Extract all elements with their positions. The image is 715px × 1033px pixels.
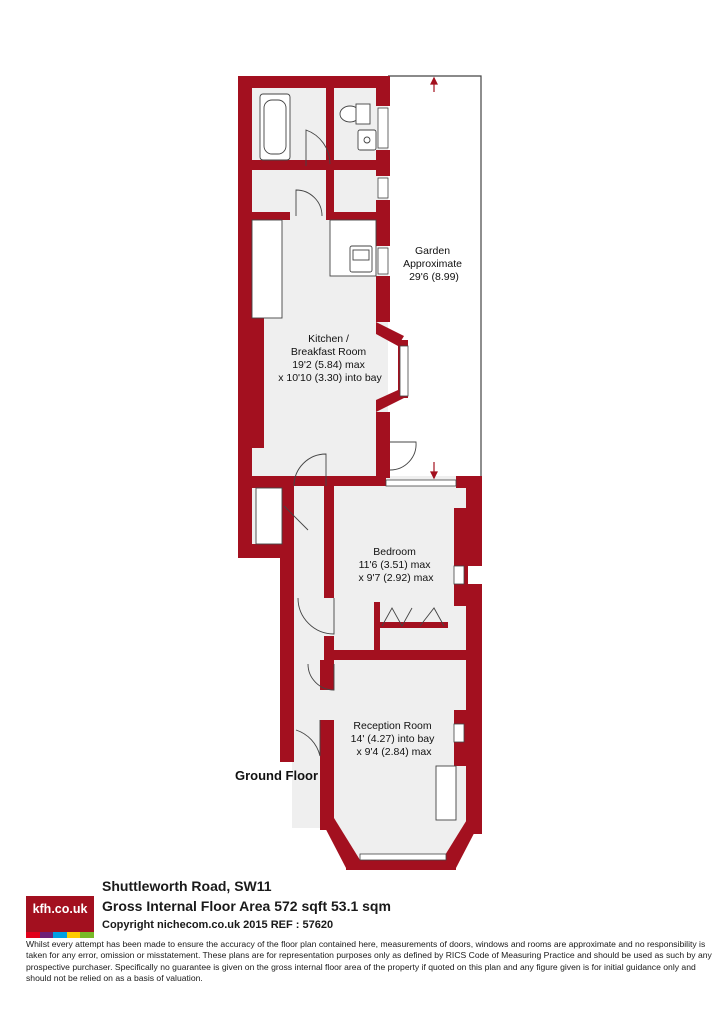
logo-strip-segment xyxy=(39,932,54,938)
bedroom-label: Bedroom 11'6 (3.51) max x 9'7 (2.92) max xyxy=(359,546,435,584)
logo-strip-segment xyxy=(53,932,67,938)
kitchen-worktop xyxy=(251,219,283,319)
basin-icon xyxy=(357,129,377,151)
windows xyxy=(359,107,465,861)
logo-text: kfh.co.uk xyxy=(32,902,88,916)
kitchen-label: Kitchen / Breakfast Room 19'2 (5.84) max… xyxy=(278,333,382,384)
logo-strip-segment xyxy=(80,932,94,938)
copyright-line: Copyright nichecom.co.uk 2015 REF : 5762… xyxy=(102,919,334,931)
logo-color-strip xyxy=(26,932,94,938)
fixtures xyxy=(251,93,457,821)
floor-area-total: Gross Internal Floor Area 572 sqft 53.1 … xyxy=(102,898,391,914)
floor-label: Ground Floor xyxy=(235,768,318,783)
garden-label: Garden Approximate 29'6 (8.99) xyxy=(403,245,465,283)
sink-icon xyxy=(349,245,373,273)
reception-label: Reception Room 14' (4.27) into bay x 9'4… xyxy=(351,720,438,758)
kfh-logo: kfh.co.uk xyxy=(26,896,94,938)
bathtub-icon xyxy=(259,93,291,161)
garden-arrow-top xyxy=(430,76,438,92)
door-swings xyxy=(283,129,445,757)
logo-strip-segment xyxy=(66,932,81,938)
disclaimer-text: Whilst every attempt has been made to en… xyxy=(26,939,712,983)
property-address: Shuttleworth Road, SW11 xyxy=(102,878,272,894)
logo-strip-segment xyxy=(26,932,40,938)
floor-plan: Garden Approximate 29'6 (8.99) Kitchen /… xyxy=(235,75,482,870)
garden-arrow-bottom xyxy=(430,462,438,480)
